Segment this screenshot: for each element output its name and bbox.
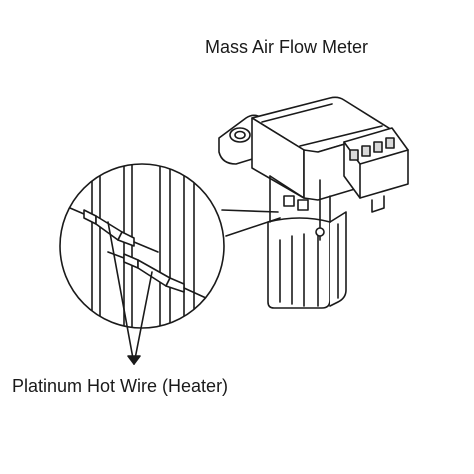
probe-body — [267, 211, 347, 309]
detail-leader-upper — [221, 209, 279, 213]
diagram-title: Mass Air Flow Meter — [205, 37, 369, 57]
detail-leader-lower — [225, 217, 281, 237]
callout-label: Platinum Hot Wire (Heater) — [12, 376, 229, 396]
connector — [343, 127, 409, 213]
hot-wire-lower — [107, 251, 207, 299]
magnified-detail — [59, 163, 281, 365]
callout-pointers — [107, 221, 153, 365]
sensor-housing — [218, 96, 409, 309]
sensor-neck — [269, 175, 331, 241]
